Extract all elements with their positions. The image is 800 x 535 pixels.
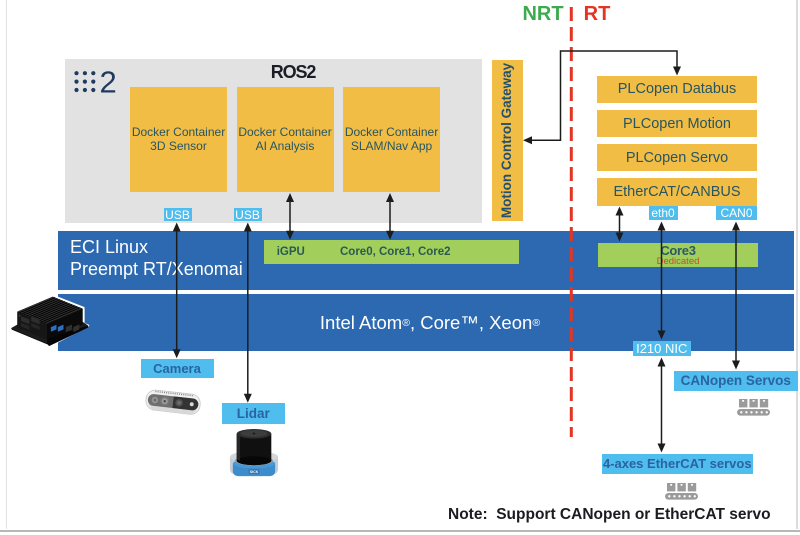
svg-text:SICK: SICK [250,470,259,474]
svg-text:2: 2 [100,65,117,100]
